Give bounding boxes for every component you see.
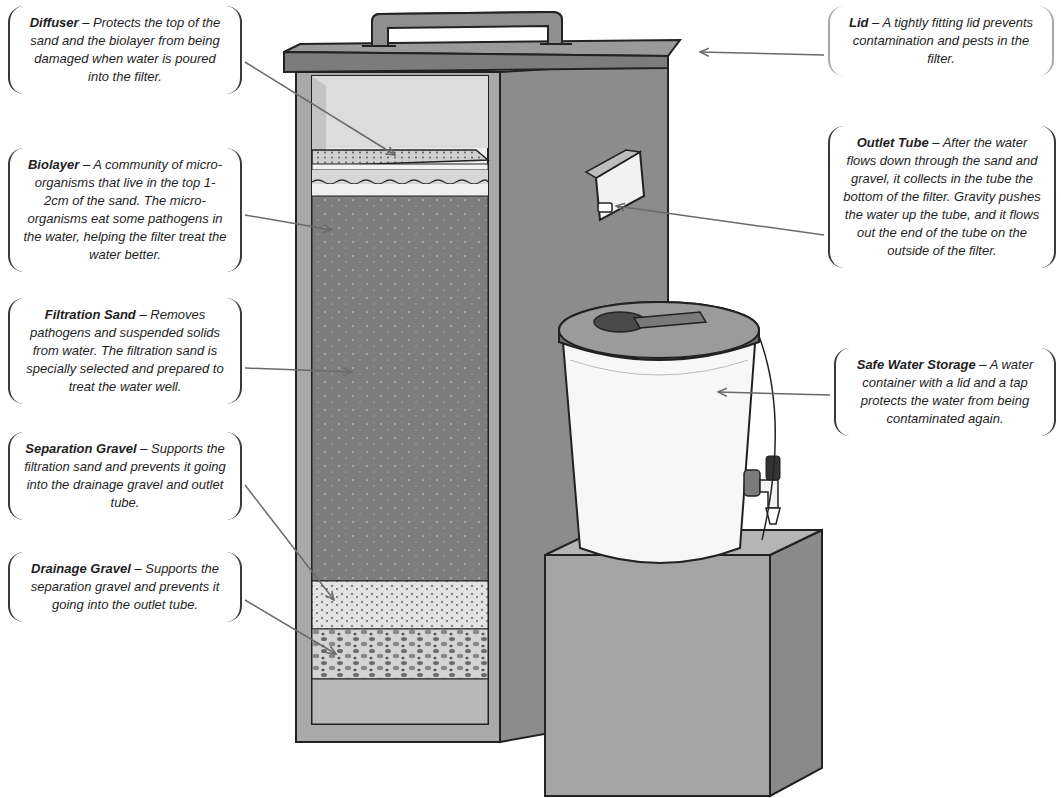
part-name: Lid [849,15,869,30]
part-name: Separation Gravel [25,441,136,456]
callout-box: Drainage Gravel – Supports the separatio… [8,552,242,622]
callout-text: Safe Water Storage – A water container w… [849,356,1041,428]
callout-box: Filtration Sand – Removes pathogens and … [8,298,242,404]
callout-box: Biolayer – A community of micro-organism… [8,148,242,272]
part-name: Drainage Gravel [31,561,131,576]
callout-text: Lid – A tightly fitting lid prevents con… [843,14,1039,68]
part-name: Filtration Sand [45,307,136,322]
callout-box: Safe Water Storage – A water container w… [834,348,1056,436]
callout-text: Drainage Gravel – Supports the separatio… [23,560,227,614]
callout-box: Lid – A tightly fitting lid prevents con… [828,6,1054,76]
part-name: Safe Water Storage [857,357,976,372]
callout-text: Outlet Tube – After the water flows down… [843,134,1041,260]
part-name: Outlet Tube [857,135,929,150]
part-description: – After the water flows down through the… [843,135,1041,258]
callout-box: Outlet Tube – After the water flows down… [828,126,1056,268]
part-description: – A tightly fitting lid prevents contami… [853,15,1033,66]
part-description: – A community of micro-organisms that li… [23,157,226,262]
callout-box: Separation Gravel – Supports the filtrat… [8,432,242,520]
part-name: Diffuser [30,15,79,30]
callout-text: Biolayer – A community of micro-organism… [23,156,227,264]
callout-text: Filtration Sand – Removes pathogens and … [23,306,227,396]
callout-text: Separation Gravel – Supports the filtrat… [23,440,227,512]
part-name: Biolayer [28,157,79,172]
callout-box: Diffuser – Protects the top of the sand … [8,6,242,94]
callout-text: Diffuser – Protects the top of the sand … [23,14,227,86]
